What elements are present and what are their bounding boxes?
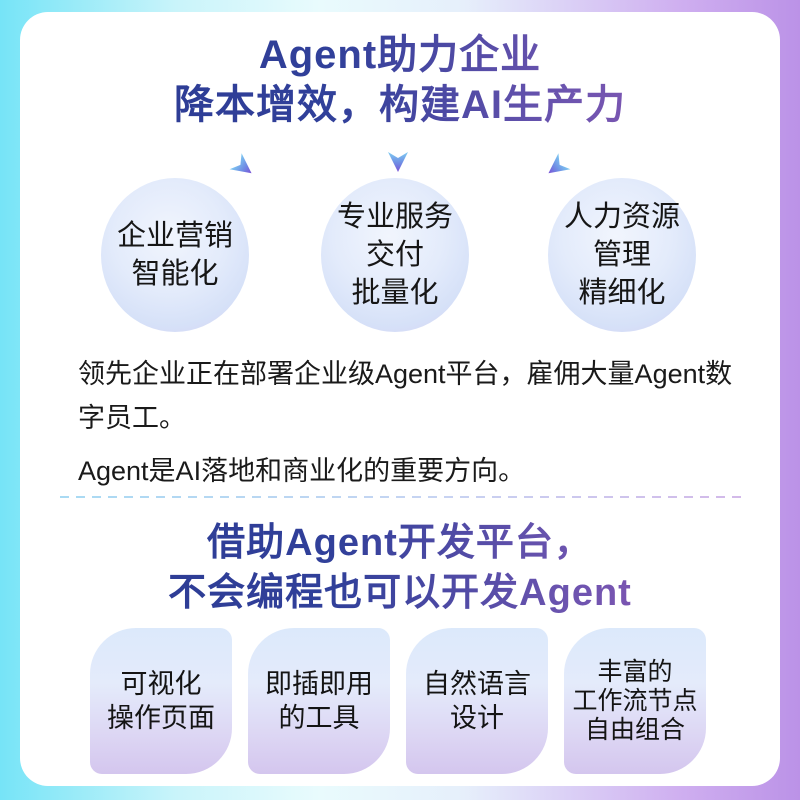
card-line: 可视化 bbox=[120, 669, 202, 699]
bubble-line: 人力资源 bbox=[563, 201, 680, 233]
card-line: 即插即用 bbox=[265, 669, 373, 699]
card-natural-language-design: 自然语言 设计 bbox=[406, 628, 548, 774]
down-arrow-icon bbox=[388, 124, 408, 172]
bubble-line: 管理 bbox=[592, 239, 651, 271]
card-workflow-nodes: 丰富的 工作流节点 自由组合 bbox=[564, 628, 706, 774]
bubble-professional-services: 专业服务 交付 批量化 bbox=[321, 178, 469, 332]
section2-title-line-1: 借助Agent开发平台， bbox=[207, 522, 593, 564]
bubble-line: 智能化 bbox=[131, 258, 219, 290]
card-line: 工作流节点 bbox=[572, 686, 698, 715]
bubble-human-resources: 人力资源 管理 精细化 bbox=[548, 178, 696, 332]
bubble-line: 企业营销 bbox=[116, 220, 233, 252]
card-line: 操作页面 bbox=[107, 703, 215, 733]
card-plug-and-play-tools: 即插即用 的工具 bbox=[248, 628, 390, 774]
main-title-line-1: Agent助力企业 bbox=[258, 33, 542, 77]
content-panel: Agent助力企业 降本增效，构建AI生产力 bbox=[20, 12, 780, 786]
feature-cards-row: 可视化 操作页面 即插即用 的工具 自然语言 设计 丰富的 工作流节点 自由组合 bbox=[90, 628, 726, 774]
main-title: Agent助力企业 降本增效，构建AI生产力 bbox=[20, 30, 780, 130]
card-line: 设计 bbox=[450, 703, 504, 733]
main-title-line-2: 降本增效，构建AI生产力 bbox=[174, 83, 626, 127]
card-line: 自然语言 bbox=[423, 669, 531, 699]
paragraph-agent-direction: Agent是AI落地和商业化的重要方向。 bbox=[78, 456, 526, 486]
bubble-line: 交付 bbox=[365, 239, 424, 271]
section2-title: 借助Agent开发平台， 不会编程也可以开发Agent bbox=[20, 518, 780, 618]
card-line: 丰富的 bbox=[597, 657, 673, 686]
bubble-enterprise-marketing: 企业营销 智能化 bbox=[101, 178, 249, 332]
bubble-line: 批量化 bbox=[351, 277, 439, 309]
bubble-line: 精细化 bbox=[578, 277, 666, 309]
body-text: 领先企业正在部署企业级Agent平台，雇佣大量Agent数字员工。 Agent是… bbox=[78, 352, 742, 502]
card-visual-pages: 可视化 操作页面 bbox=[90, 628, 232, 774]
down-right-arrow-icon bbox=[548, 126, 610, 174]
down-left-arrow-icon bbox=[190, 126, 252, 174]
paragraph-deploy-agents: 领先企业正在部署企业级Agent平台，雇佣大量Agent数字员工。 bbox=[78, 359, 733, 433]
bubble-line: 专业服务 bbox=[336, 201, 453, 233]
dashed-divider bbox=[60, 496, 742, 498]
card-line: 的工具 bbox=[278, 703, 360, 733]
card-line: 自由组合 bbox=[584, 715, 685, 744]
section2-title-line-2: 不会编程也可以开发Agent bbox=[168, 572, 632, 614]
